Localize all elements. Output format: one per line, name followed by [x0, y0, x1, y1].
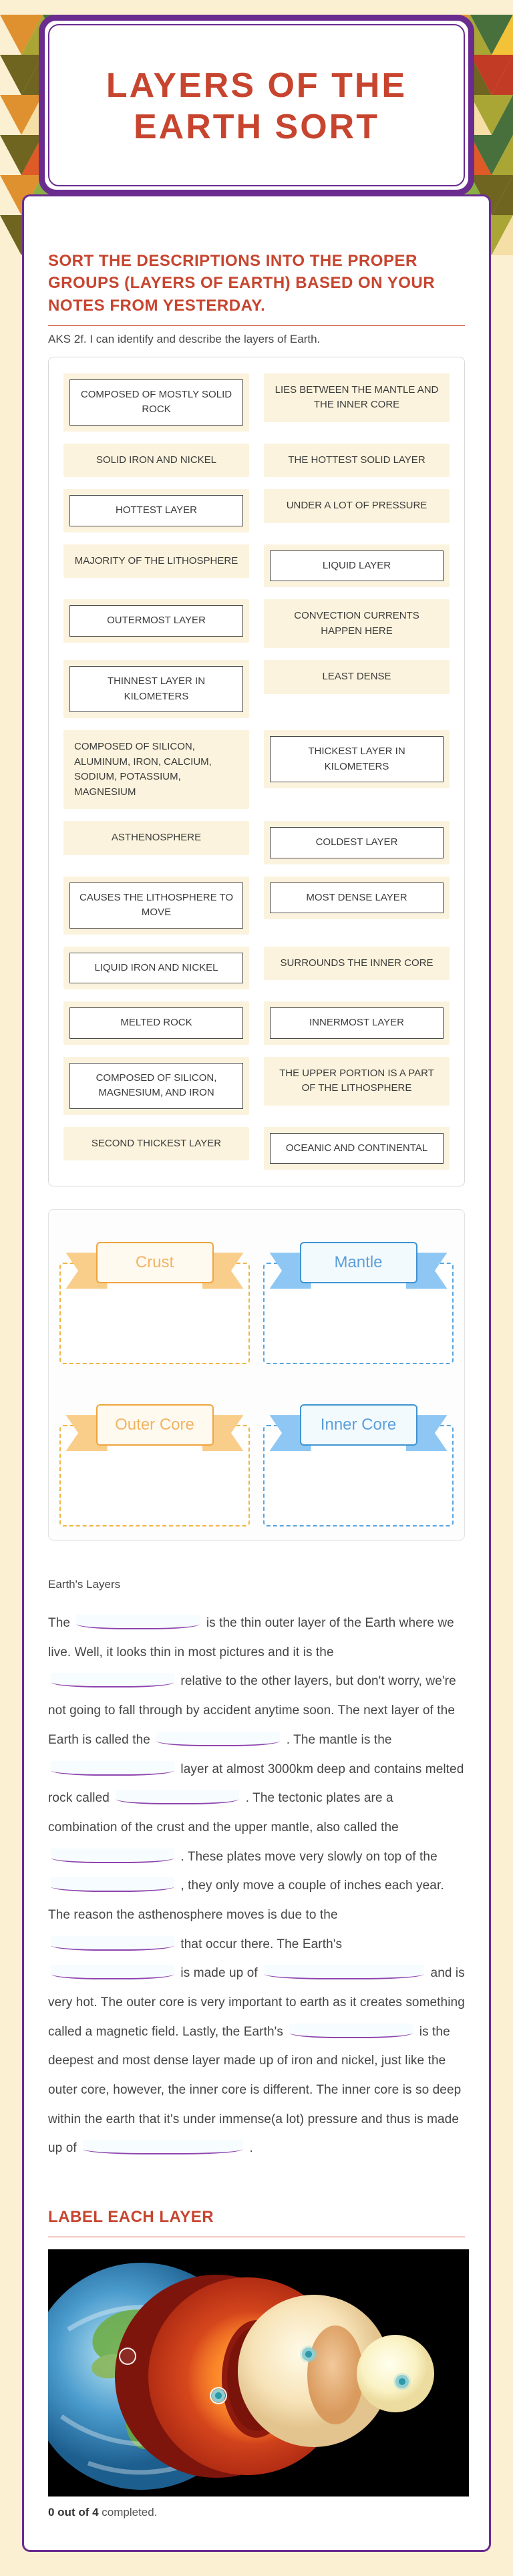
worksheet-body-card: SORT THE DESCRIPTIONS INTO THE PROPER GR…	[22, 194, 491, 2552]
ribbon-banner: Crust	[65, 1242, 244, 1289]
fillin-text: is the deepest and most dense layer made…	[48, 2024, 462, 2156]
fillin-heading: Earth's Layers	[48, 1578, 121, 1591]
fillin-text: , they only move a couple of inches each…	[48, 1879, 444, 1922]
fillin-text: The	[48, 1616, 71, 1631]
fillin-blank-7[interactable]	[51, 1877, 174, 1893]
earth-layers-image	[48, 2249, 469, 2497]
sort-item[interactable]: ASTHENOSPHERE	[63, 821, 249, 855]
zone-label: Crust	[96, 1242, 214, 1284]
sort-item[interactable]: HOTTEST LAYER	[63, 489, 249, 532]
layer-hotspot-outer-core[interactable]	[300, 2345, 317, 2363]
page-title: LAYERS OF THE EARTH SORT	[106, 66, 407, 147]
zone-mantle: Mantle	[263, 1222, 454, 1365]
sort-items-container: COMPOSED OF MOSTLY SOLID ROCK LIES BETWE…	[48, 356, 465, 1187]
fillin-text: that occur there. The Earth's	[180, 1937, 343, 1951]
fillin-text: .	[249, 2141, 253, 2156]
layer-hotspot-mantle[interactable]	[210, 2386, 227, 2404]
sort-item[interactable]: THINNEST LAYER IN KILOMETERS	[63, 660, 249, 719]
sort-item[interactable]: THE UPPER PORTION IS A PART OF THE LITHO…	[264, 1056, 450, 1106]
fillin-blank-8[interactable]	[51, 1935, 174, 1951]
fillin-blank-5[interactable]	[116, 1790, 240, 1805]
sort-item[interactable]: SOLID IRON AND NICKEL	[63, 443, 249, 478]
sort-item[interactable]: LIES BETWEEN THE MANTLE AND THE INNER CO…	[264, 373, 450, 422]
worksheet-title-card: LAYERS OF THE EARTH SORT	[39, 15, 474, 196]
fillin-blank-1[interactable]	[76, 1615, 200, 1630]
ribbon-banner: Inner Core	[269, 1404, 448, 1452]
fillin-blank-4[interactable]	[51, 1760, 174, 1776]
fillin-text: . The mantle is the	[286, 1732, 392, 1747]
fillin-blank-11[interactable]	[289, 2023, 413, 2038]
fillin-text: is the thin outer layer of the Earth whe…	[48, 1616, 454, 1659]
zone-label: Outer Core	[96, 1404, 214, 1446]
sort-item[interactable]: SECOND THICKEST LAYER	[63, 1126, 249, 1161]
divider	[48, 325, 465, 326]
sort-item[interactable]: LIQUID LAYER	[264, 544, 450, 588]
sort-item[interactable]: LIQUID IRON AND NICKEL	[63, 946, 249, 990]
standard-text: AKS 2f. I can identify and describe the …	[48, 332, 321, 345]
sort-item[interactable]: CONVECTION CURRENTS HAPPEN HERE	[264, 599, 450, 649]
ribbon-banner: Outer Core	[65, 1404, 244, 1452]
sort-item[interactable]: OUTERMOST LAYER	[63, 599, 249, 643]
zone-crust: Crust	[59, 1222, 250, 1365]
sort-item[interactable]: MOST DENSE LAYER	[264, 876, 450, 920]
sort-item[interactable]: LEAST DENSE	[264, 660, 450, 694]
sort-item[interactable]: THICKEST LAYER IN KILOMETERS	[264, 730, 450, 789]
fillin-paragraph: The is the thin outer layer of the Earth…	[48, 1609, 465, 2163]
sort-item[interactable]: COMPOSED OF SILICON, ALUMINUM, IRON, CAL…	[63, 730, 249, 810]
sort-item[interactable]: SURROUNDS THE INNER CORE	[264, 946, 450, 981]
sort-instructions: SORT THE DESCRIPTIONS INTO THE PROPER GR…	[48, 251, 436, 315]
fillin-blank-10[interactable]	[264, 1965, 425, 1980]
ribbon-banner: Mantle	[269, 1242, 448, 1289]
sort-item[interactable]: THE HOTTEST SOLID LAYER	[264, 443, 450, 478]
fillin-text: is made up of	[180, 1966, 258, 1981]
zone-label: Mantle	[299, 1242, 417, 1284]
fillin-blank-9[interactable]	[51, 1965, 174, 1980]
sort-item[interactable]: UNDER A LOT OF PRESSURE	[264, 489, 450, 523]
progress-suffix: completed.	[98, 2505, 158, 2519]
layer-hotspot-inner-core[interactable]	[393, 2372, 411, 2390]
label-section-heading: LABEL EACH LAYER	[48, 2208, 214, 2227]
sort-item[interactable]: MELTED ROCK	[63, 1001, 249, 1045]
fillin-text: . These plates move very slowly on top o…	[180, 1849, 438, 1864]
sort-item[interactable]: COLDEST LAYER	[264, 821, 450, 864]
fillin-blank-2[interactable]	[51, 1673, 174, 1688]
fillin-blank-12[interactable]	[83, 2140, 244, 2155]
sort-item[interactable]: CAUSES THE LITHOSPHERE TO MOVE	[63, 876, 249, 935]
fillin-text: layer at almost 3000km deep and contains…	[48, 1762, 464, 1806]
earth-layers-illustration	[48, 2249, 469, 2497]
fillin-text: relative to the other layers, but don't …	[48, 1674, 456, 1747]
sort-item[interactable]: INNERMOST LAYER	[264, 1001, 450, 1045]
sort-item[interactable]: COMPOSED OF MOSTLY SOLID ROCK	[63, 373, 249, 432]
zone-inner-core: Inner Core	[263, 1384, 454, 1527]
drop-zones-container: Crust Mantle Outer Core Inner	[48, 1209, 465, 1541]
progress-count: 0 out of 4	[48, 2505, 99, 2519]
sort-item[interactable]: OCEANIC AND CONTINENTAL	[264, 1126, 450, 1170]
zone-outer-core: Outer Core	[59, 1384, 250, 1527]
sort-item[interactable]: COMPOSED OF SILICON, MAGNESIUM, AND IRON	[63, 1056, 249, 1115]
fillin-blank-6[interactable]	[51, 1848, 174, 1863]
progress-status: 0 out of 4 completed.	[48, 2506, 465, 2519]
fillin-text: and is very hot. The outer core is very …	[48, 1966, 465, 2039]
zone-label: Inner Core	[299, 1404, 417, 1446]
sort-item[interactable]: MAJORITY OF THE LITHOSPHERE	[63, 544, 249, 579]
layer-hotspot-crust[interactable]	[119, 2347, 136, 2365]
fillin-text: . The tectonic plates are a combination …	[48, 1791, 399, 1834]
fillin-blank-3[interactable]	[156, 1731, 281, 1746]
